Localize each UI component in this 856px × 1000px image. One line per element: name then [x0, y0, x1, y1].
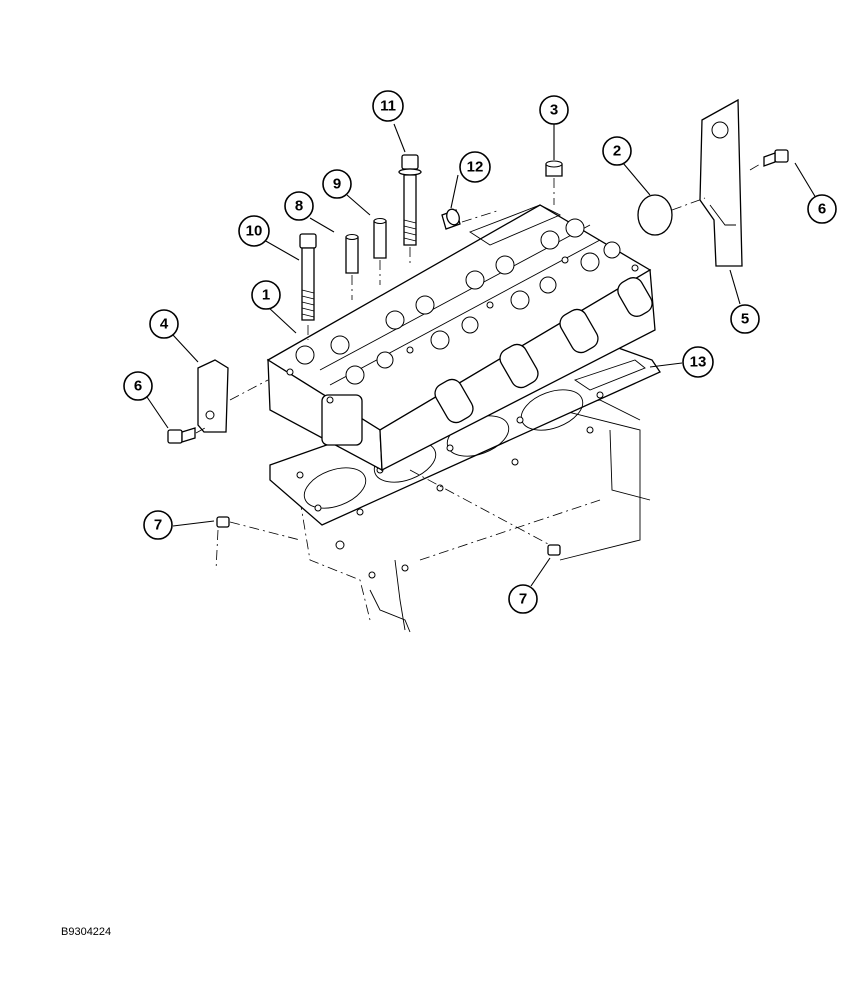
callout-1: 1	[251, 280, 281, 310]
head-bolt-long	[299, 233, 317, 321]
callout-8: 8	[284, 191, 314, 221]
plug	[441, 208, 461, 230]
svg-text:4: 4	[160, 316, 169, 333]
leader-lines	[146, 123, 817, 587]
callout-9: 9	[322, 169, 352, 199]
callout-3: 3	[539, 95, 569, 125]
cylinder-head	[266, 204, 656, 472]
callout-6-right: 6	[807, 194, 837, 224]
head-bolt-flange	[398, 154, 422, 246]
bracket-bolt-left	[167, 427, 196, 444]
svg-text:6: 6	[818, 201, 826, 218]
callout-11: 11	[372, 90, 404, 122]
svg-text:7: 7	[519, 591, 527, 608]
svg-text:12: 12	[467, 159, 484, 176]
svg-text:1: 1	[262, 287, 270, 304]
callout-5: 5	[730, 304, 760, 334]
callout-7-right: 7	[508, 584, 538, 614]
callout-2: 2	[602, 136, 632, 166]
engine-block	[299, 399, 651, 633]
svg-text:5: 5	[741, 311, 749, 328]
svg-text:2: 2	[613, 143, 621, 160]
svg-text:11: 11	[380, 98, 396, 115]
svg-text:6: 6	[134, 378, 142, 395]
sleeve-dowel	[373, 218, 387, 259]
block-dowel-right	[547, 544, 561, 556]
svg-text:7: 7	[154, 517, 162, 534]
svg-text:3: 3	[550, 102, 558, 119]
callout-13: 13	[682, 346, 714, 378]
callout-4: 4	[149, 309, 179, 339]
dowel-pin	[345, 234, 359, 274]
bracket-bolt-right	[763, 149, 789, 167]
svg-text:10: 10	[246, 223, 263, 240]
expansion-plug	[637, 194, 673, 236]
cap	[545, 160, 563, 177]
figure-reference-code: B9304224	[61, 926, 112, 938]
callout-10: 10	[238, 215, 270, 247]
svg-text:8: 8	[295, 198, 303, 215]
svg-text:13: 13	[690, 354, 707, 371]
callout-6-left: 6	[123, 371, 153, 401]
callout-7-left: 7	[143, 510, 173, 540]
block-dowel-left	[216, 516, 230, 528]
assembly-lines	[195, 162, 763, 571]
lifting-bracket-rear	[699, 98, 743, 267]
svg-text:9: 9	[333, 176, 341, 193]
callout-12: 12	[459, 151, 491, 183]
lifting-bracket-front	[197, 359, 229, 433]
